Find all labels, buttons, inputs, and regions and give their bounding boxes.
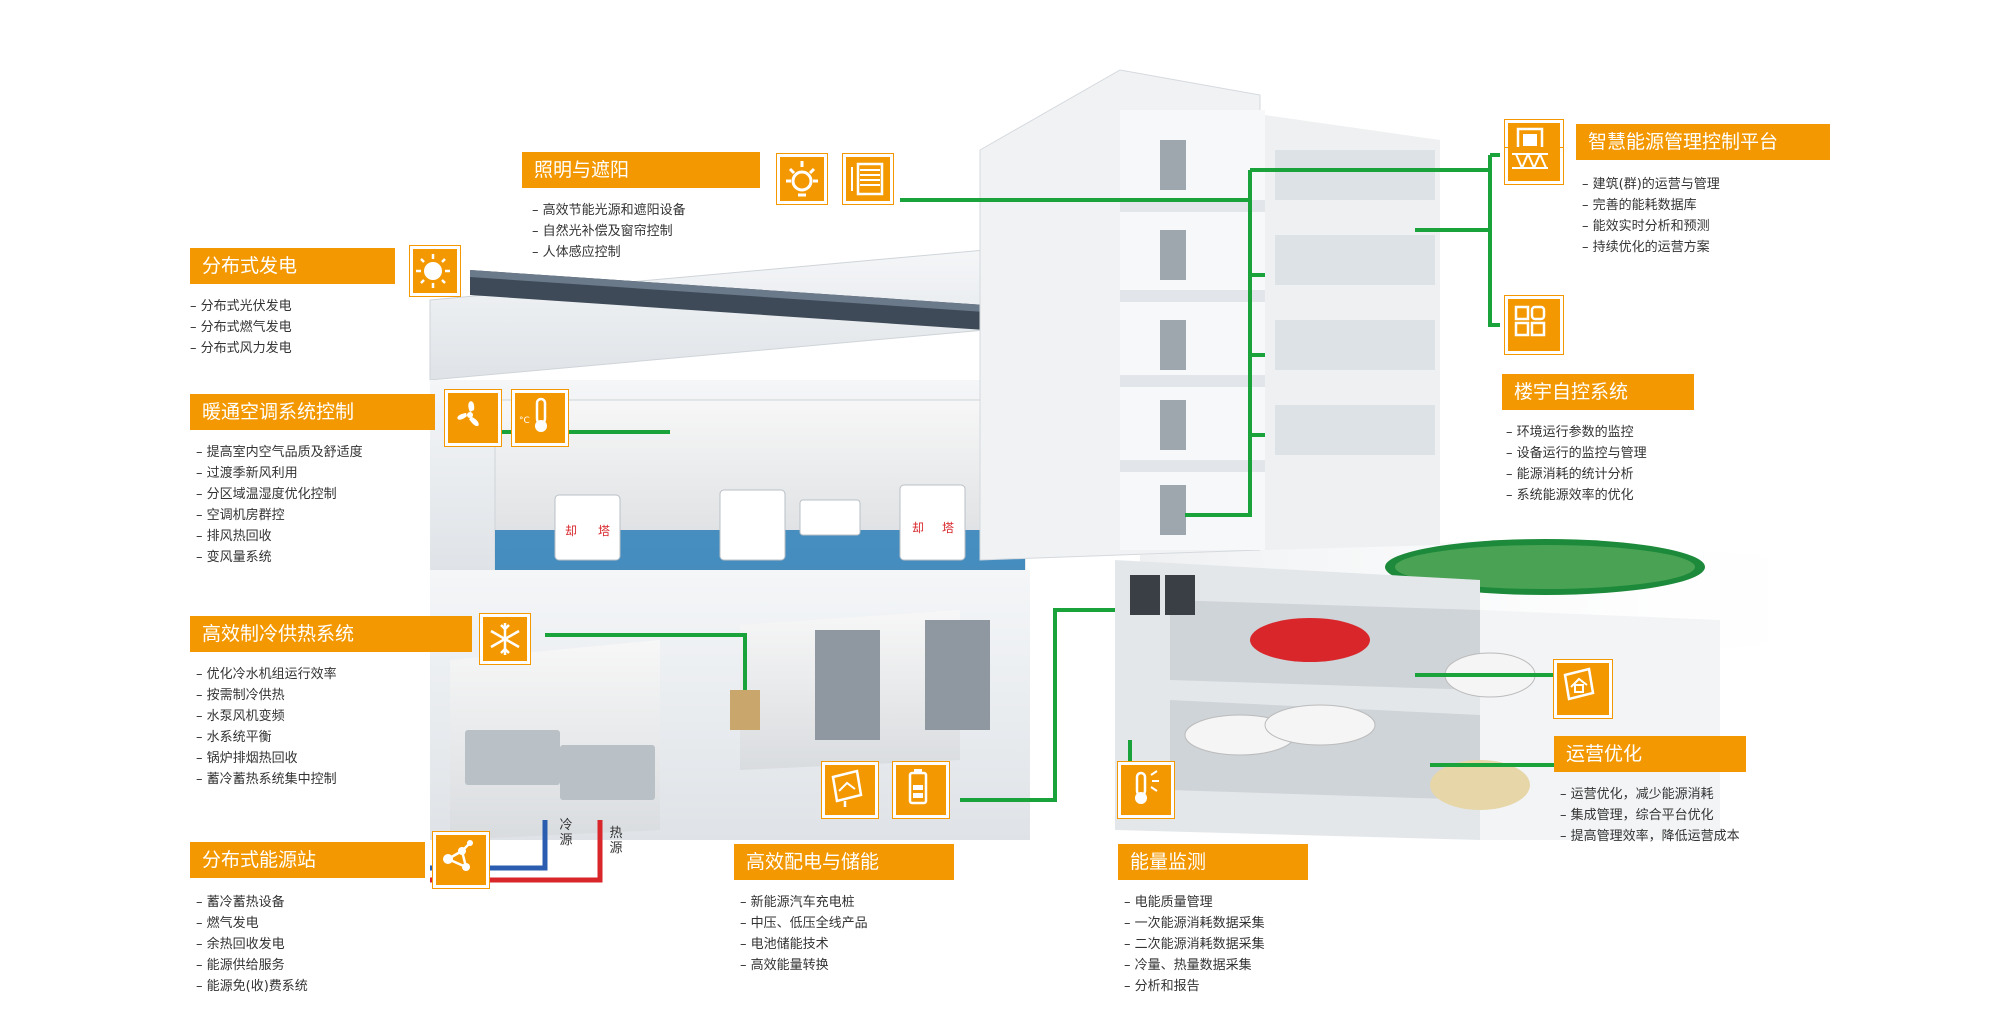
cold-source-label: 冷源 xyxy=(559,818,573,848)
list-item: 空调机房群控 xyxy=(196,505,363,526)
list-item: 优化冷水机组运行效率 xyxy=(196,664,337,685)
list-item: 水系统平衡 xyxy=(196,727,337,748)
list-item: 一次能源消耗数据采集 xyxy=(1124,913,1265,934)
list-item: 持续优化的运营方案 xyxy=(1582,237,1720,258)
list-item: 中压、低压全线产品 xyxy=(740,913,868,934)
elevator-doors xyxy=(1160,140,1186,535)
meter-icon xyxy=(1118,762,1174,818)
list-item: 变风量系统 xyxy=(196,547,363,568)
grid-icon xyxy=(1505,296,1563,354)
list-item: 冷量、热量数据采集 xyxy=(1124,955,1265,976)
battery-icon xyxy=(893,762,949,818)
operation-icon xyxy=(1554,660,1612,718)
operation-title: 运营优化 xyxy=(1554,736,1746,772)
lighting-list: 高效节能光源和遮阳设备 自然光补偿及窗帘控制 人体感应控制 xyxy=(532,200,686,263)
solar-panels xyxy=(470,270,985,330)
list-item: 电池储能技术 xyxy=(740,934,868,955)
list-item: 蓄冷蓄热系统集中控制 xyxy=(196,769,337,790)
list-item: 能源免(收)费系统 xyxy=(196,976,308,997)
monitoring-list: 电能质量管理 一次能源消耗数据采集 二次能源消耗数据采集 冷量、热量数据采集 分… xyxy=(1124,892,1265,997)
list-item: 提高室内空气品质及舒适度 xyxy=(196,442,363,463)
list-item: 完善的能耗数据库 xyxy=(1582,195,1720,216)
cooling-list: 优化冷水机组运行效率 按需制冷供热 水泵风机变频 水系统平衡 锅炉排烟热回收 蓄… xyxy=(196,664,337,790)
blinds-icon xyxy=(843,154,893,204)
list-item: 提高管理效率，降低运营成本 xyxy=(1560,826,1740,847)
list-item: 能效实时分析和预测 xyxy=(1582,216,1720,237)
list-item: 分布式风力发电 xyxy=(190,338,292,359)
dist-power-list: 分布式光伏发电 分布式燃气发电 分布式风力发电 xyxy=(190,296,292,359)
list-item: 集成管理，综合平台优化 xyxy=(1560,805,1740,826)
power-storage-title: 高效配电与储能 xyxy=(734,844,954,880)
list-item: 蓄冷蓄热设备 xyxy=(196,892,308,913)
hvac-list: 提高室内空气品质及舒适度 过渡季新风利用 分区域温湿度优化控制 空调机房群控 排… xyxy=(196,442,363,568)
list-item: 建筑(群)的运营与管理 xyxy=(1582,174,1720,195)
snowflake-icon xyxy=(480,614,530,664)
list-item: 锅炉排烟热回收 xyxy=(196,748,337,769)
list-item: 新能源汽车充电桩 xyxy=(740,892,868,913)
server-racks xyxy=(1130,575,1195,615)
energy-station-list: 蓄冷蓄热设备 燃气发电 余热回收发电 能源供给服务 能源免(收)费系统 xyxy=(196,892,308,997)
list-item: 系统能源效率的优化 xyxy=(1506,485,1647,506)
hvac-title: 暖通空调系统控制 xyxy=(190,394,435,430)
lamp-icon xyxy=(777,154,827,204)
list-item: 电能质量管理 xyxy=(1124,892,1265,913)
list-item: 按需制冷供热 xyxy=(196,685,337,706)
operation-list: 运营优化，减少能源消耗 集成管理，综合平台优化 提高管理效率，降低运营成本 xyxy=(1560,784,1740,847)
list-item: 燃气发电 xyxy=(196,913,308,934)
svg-text:°C: °C xyxy=(519,416,530,426)
list-item: 人体感应控制 xyxy=(532,242,686,263)
dist-power-title: 分布式发电 xyxy=(190,248,395,284)
control-panel-icon xyxy=(1505,148,1563,184)
list-item: 分析和报告 xyxy=(1124,976,1265,997)
list-item: 排风热回收 xyxy=(196,526,363,547)
hot-source-label: 热源 xyxy=(609,826,623,856)
list-item: 能源供给服务 xyxy=(196,955,308,976)
switchgear xyxy=(815,620,990,740)
garage-right xyxy=(1480,610,1720,840)
floor-slabs xyxy=(1120,200,1265,472)
list-item: 余热回收发电 xyxy=(196,934,308,955)
list-item: 自然光补偿及窗帘控制 xyxy=(532,221,686,242)
power-storage-list: 新能源汽车充电桩 中压、低压全线产品 电池储能技术 高效能量转换 xyxy=(740,892,868,976)
thermometer-icon: °C xyxy=(512,390,568,446)
office-floors xyxy=(1120,110,1265,550)
tower-label: 塔 xyxy=(942,521,954,535)
list-item: 分布式燃气发电 xyxy=(190,317,292,338)
chillers xyxy=(465,730,655,800)
tower-label: 塔 xyxy=(598,524,610,538)
tower-label: 却 xyxy=(912,521,924,535)
bas-title: 楼宇自控系统 xyxy=(1502,374,1694,410)
list-item: 水泵风机变频 xyxy=(196,706,337,727)
tower-label: 却 xyxy=(565,524,577,538)
list-item: 设备运行的监控与管理 xyxy=(1506,443,1647,464)
platform-title: 智慧能源管理控制平台 xyxy=(1576,124,1830,160)
list-item: 分区域温湿度优化控制 xyxy=(196,484,363,505)
lighting-title: 照明与遮阳 xyxy=(522,152,760,188)
monitoring-title: 能量监测 xyxy=(1118,844,1308,880)
list-item: 能源消耗的统计分析 xyxy=(1506,464,1647,485)
bas-list: 环境运行参数的监控 设备运行的监控与管理 能源消耗的统计分析 系统能源效率的优化 xyxy=(1506,422,1647,506)
cooling-towers xyxy=(554,484,966,561)
list-item: 高效节能光源和遮阳设备 xyxy=(532,200,686,221)
list-item: 过渡季新风利用 xyxy=(196,463,363,484)
network-icon xyxy=(433,832,489,888)
list-item: 高效能量转换 xyxy=(740,955,868,976)
office-rooms xyxy=(1275,150,1435,455)
energy-station-title: 分布式能源站 xyxy=(190,842,425,878)
platform-list: 建筑(群)的运营与管理 完善的能耗数据库 能效实时分析和预测 持续优化的运营方案 xyxy=(1582,174,1720,258)
list-item: 环境运行参数的监控 xyxy=(1506,422,1647,443)
sun-icon xyxy=(410,246,460,296)
list-item: 分布式光伏发电 xyxy=(190,296,292,317)
solar-panel-icon xyxy=(822,762,878,818)
fan-icon xyxy=(445,390,501,446)
list-item: 运营优化，减少能源消耗 xyxy=(1560,784,1740,805)
list-item: 二次能源消耗数据采集 xyxy=(1124,934,1265,955)
cooling-title: 高效制冷供热系统 xyxy=(190,616,472,652)
